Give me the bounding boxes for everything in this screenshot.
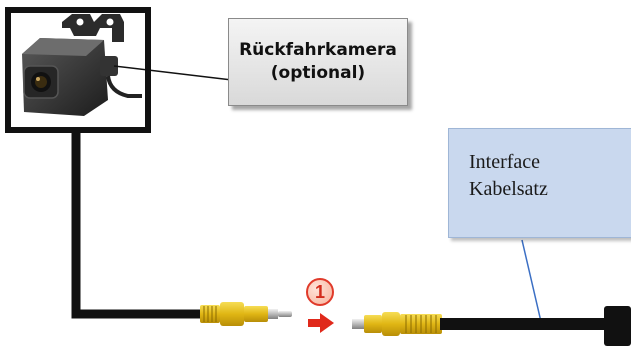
camera-leader-line xyxy=(113,65,233,81)
interface-label-line1: Interface xyxy=(469,151,541,173)
interface-callout: Interface Kabelsatz xyxy=(448,128,631,238)
interface-label-line2: Kabelsatz xyxy=(469,178,548,200)
rca-female-socket-icon xyxy=(352,312,442,336)
arrow-right-icon xyxy=(308,313,334,333)
camera-callout: Rückfahrkamera (optional) xyxy=(228,18,408,106)
camera-cable xyxy=(71,128,205,319)
camera-label-line2: (optional) xyxy=(270,63,366,83)
camera-label-line1: Rückfahrkamera xyxy=(239,40,397,61)
rear-camera-icon xyxy=(5,7,151,133)
rca-male-plug-icon xyxy=(200,302,292,326)
interface-connector-end xyxy=(604,306,631,346)
step-number-badge: 1 xyxy=(306,278,334,306)
interface-leader-line xyxy=(521,239,543,327)
